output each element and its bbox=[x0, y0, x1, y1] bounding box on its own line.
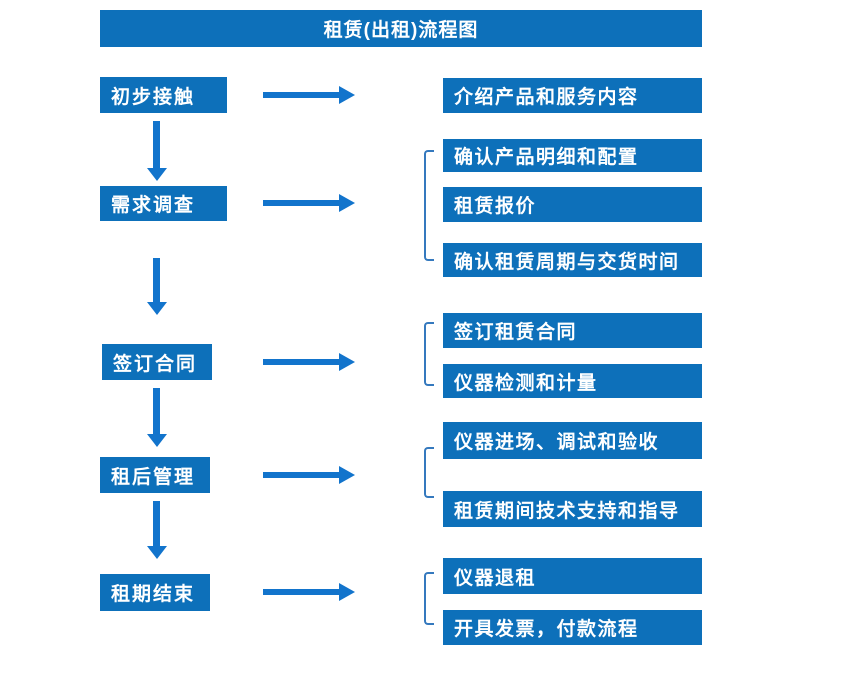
down-arrow bbox=[153, 388, 160, 434]
output-box: 开具发票，付款流程 bbox=[443, 610, 702, 645]
flow-step-box: 需求调查 bbox=[100, 186, 227, 221]
right-arrow bbox=[263, 200, 339, 206]
output-box: 确认产品明细和配置 bbox=[443, 139, 702, 172]
output-box: 确认租赁周期与交货时间 bbox=[443, 243, 702, 277]
output-box: 介绍产品和服务内容 bbox=[443, 78, 702, 113]
down-arrow bbox=[153, 121, 160, 168]
group-bracket bbox=[424, 447, 434, 498]
right-arrow bbox=[263, 589, 339, 595]
flow-step-box: 签订合同 bbox=[102, 344, 212, 380]
right-arrow bbox=[263, 472, 339, 478]
output-box: 仪器检测和计量 bbox=[443, 364, 702, 398]
output-box: 仪器退租 bbox=[443, 558, 702, 594]
flow-step-box: 租期结束 bbox=[100, 574, 210, 611]
flowchart-title: 租赁(出租)流程图 bbox=[100, 10, 702, 47]
output-box: 仪器进场、调试和验收 bbox=[443, 422, 702, 459]
output-box: 租赁期间技术支持和指导 bbox=[443, 491, 702, 527]
output-box: 租赁报价 bbox=[443, 187, 702, 222]
down-arrow bbox=[153, 258, 160, 302]
flow-step-box: 初步接触 bbox=[100, 77, 227, 113]
output-box: 签订租赁合同 bbox=[443, 313, 702, 348]
down-arrow bbox=[153, 501, 160, 546]
flow-step-box: 租后管理 bbox=[100, 457, 210, 493]
group-bracket bbox=[424, 572, 434, 625]
group-bracket bbox=[424, 322, 434, 386]
right-arrow bbox=[263, 359, 339, 365]
right-arrow bbox=[263, 92, 339, 98]
group-bracket bbox=[424, 150, 434, 261]
